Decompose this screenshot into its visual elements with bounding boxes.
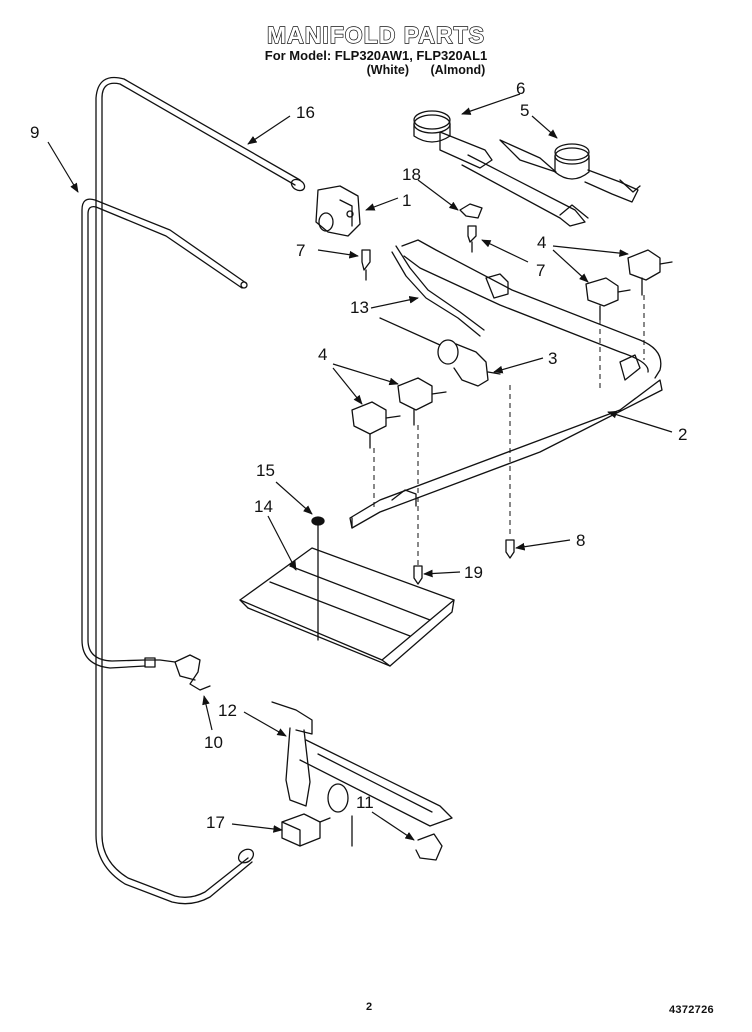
document-number: 4372726 — [669, 1004, 714, 1016]
screw-part-19 — [413, 565, 423, 585]
callout-14: 14 — [254, 497, 273, 516]
callout-18: 18 — [402, 165, 421, 184]
callout-8: 8 — [576, 531, 585, 550]
callout-10: 10 — [204, 733, 223, 752]
wire-part-13 — [391, 245, 485, 337]
connector-part-17 — [281, 813, 331, 847]
heat-shield-part-14 — [239, 547, 455, 667]
color-line: (White) (Almond) — [100, 63, 752, 77]
callout-16: 16 — [296, 103, 315, 122]
alignment-lines — [373, 295, 645, 565]
manifold-part-2 — [349, 239, 663, 529]
screw-part-7-left — [361, 249, 371, 281]
callout-4-left: 4 — [318, 345, 327, 364]
model-line: For Model: FLP320AW1, FLP320AL1 — [264, 48, 488, 63]
burner-part-5 — [499, 139, 641, 203]
grommet-part-15 — [311, 516, 325, 641]
diagram-header: MANIFOLD PARTS For Model: FLP320AW1, FLP… — [0, 21, 752, 77]
color-almond: (Almond) — [430, 63, 486, 77]
valve-part-4-right-a — [627, 249, 673, 296]
diagram-title: MANIFOLD PARTS — [266, 21, 485, 48]
bracket-part-18 — [459, 203, 483, 219]
screw-part-8 — [505, 539, 515, 559]
callout-11: 11 — [356, 793, 374, 812]
valve-part-3 — [379, 317, 501, 387]
callout-7-right: 7 — [536, 261, 545, 280]
page-number: 2 — [366, 1001, 373, 1013]
valve-part-4-left-b — [351, 401, 401, 449]
clip-part-11 — [327, 783, 443, 861]
leader-arrows — [47, 93, 673, 841]
callout-19: 19 — [464, 563, 483, 582]
callout-1: 1 — [402, 191, 411, 210]
callout-labels: 6 5 16 9 18 1 7 7 4 13 3 4 2 15 14 8 19 … — [30, 79, 687, 832]
callout-9: 9 — [30, 123, 39, 142]
valve-part-4-left-a — [397, 377, 447, 426]
valve-part-4-right-b — [585, 277, 631, 321]
callout-7-left: 7 — [296, 241, 305, 260]
clip-part-10 — [144, 654, 211, 691]
callout-17: 17 — [206, 813, 225, 832]
screw-part-7-right — [467, 225, 477, 253]
callout-3: 3 — [548, 349, 557, 368]
callout-13: 13 — [350, 298, 369, 317]
color-white: (White) — [366, 63, 409, 77]
igniter-part-12 — [271, 701, 453, 827]
valve-part-1 — [315, 185, 361, 237]
callout-2: 2 — [678, 425, 687, 444]
callout-5: 5 — [520, 101, 529, 120]
burner-part-6 — [413, 110, 589, 227]
callout-15: 15 — [256, 461, 275, 480]
gas-tube-part-16 — [95, 76, 306, 905]
callout-12: 12 — [218, 701, 237, 720]
callout-6: 6 — [516, 79, 525, 98]
callout-4-right: 4 — [537, 233, 546, 252]
thermocouple-part-9 — [81, 198, 248, 669]
